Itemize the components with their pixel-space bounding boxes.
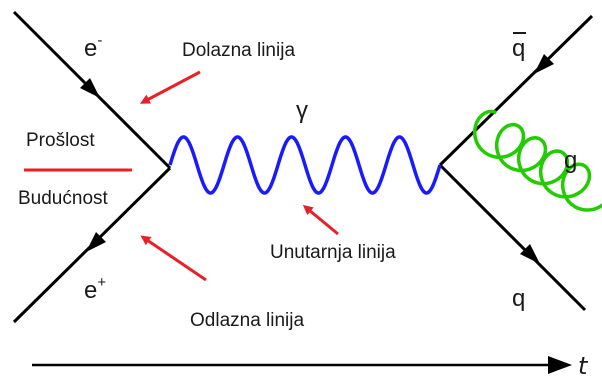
outgoing-line-pointer — [140, 235, 207, 282]
internal-line-label: Unutarnja linija — [270, 242, 396, 263]
photon-label: γ — [296, 97, 308, 124]
positron-label: e+ — [84, 274, 106, 304]
gluon-label: g — [564, 147, 577, 174]
internal-line-pointer — [302, 204, 339, 236]
past-label: Prošlost — [26, 130, 95, 151]
time-axis-label: t — [578, 352, 589, 380]
quark-arrowhead — [520, 244, 540, 264]
photon-line — [168, 135, 442, 195]
quark-label: q — [512, 285, 525, 312]
antiquark-label: q — [512, 35, 525, 62]
time-axis-arrowhead — [548, 356, 572, 374]
electron-label: e- — [84, 32, 102, 62]
quark-line — [438, 163, 587, 312]
future-label: Budućnost — [18, 188, 109, 209]
incoming-line-pointer — [139, 70, 201, 104]
positron-arrowhead — [86, 232, 106, 252]
gluon-line — [472, 109, 602, 212]
incoming-line-label: Dolazna linija — [182, 40, 295, 61]
electron-arrowhead — [80, 78, 100, 98]
antiquark-line — [438, 14, 594, 167]
outgoing-line-label: Odlazna linija — [190, 310, 304, 331]
antiquark-arrowhead — [534, 54, 554, 74]
